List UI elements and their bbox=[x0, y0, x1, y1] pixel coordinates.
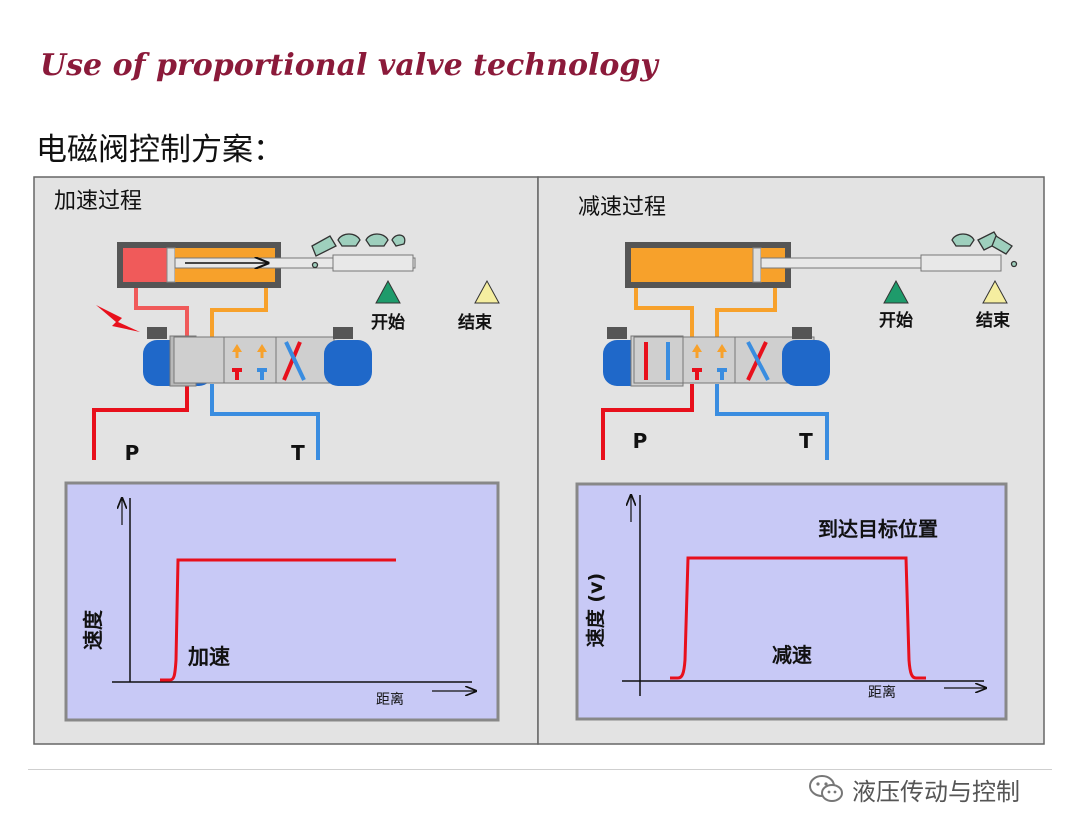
pressure-line-p bbox=[601, 384, 694, 460]
hydraulic-cylinder bbox=[625, 242, 1002, 288]
end-label: 结束 bbox=[458, 312, 492, 333]
chart-ylabel: 速度 bbox=[81, 609, 105, 650]
piston bbox=[752, 247, 762, 283]
speed-chart-acceleration: 速度 加速 距离 bbox=[64, 481, 500, 722]
clamp-tool-icon bbox=[951, 231, 1018, 268]
flow-arrow bbox=[692, 344, 702, 352]
chart-background bbox=[64, 481, 500, 722]
clamp-tool-icon bbox=[311, 233, 406, 269]
start-marker-icon bbox=[375, 279, 401, 304]
solenoid-cap bbox=[147, 327, 167, 339]
port-t-label: T bbox=[799, 429, 813, 453]
panel-acceleration: 加速过程 开始 结束 bbox=[33, 176, 539, 745]
blocked-port bbox=[232, 368, 242, 380]
page-subtitle: 电磁阀控制方案： bbox=[36, 132, 284, 168]
directional-valve bbox=[143, 327, 372, 387]
flow-arrow bbox=[257, 344, 267, 352]
hydraulic-lines bbox=[92, 280, 320, 460]
port-p-label: P bbox=[633, 429, 648, 453]
solenoid-cap bbox=[607, 327, 627, 339]
rod-end bbox=[332, 254, 414, 272]
solenoid-right bbox=[324, 340, 372, 386]
cylinder-line-b bbox=[715, 282, 777, 342]
cylinder-line-a bbox=[134, 282, 189, 342]
cylinder-line-b bbox=[210, 280, 268, 342]
end-marker-icon bbox=[982, 279, 1008, 304]
end-label: 结束 bbox=[976, 310, 1010, 331]
valve-spool bbox=[173, 336, 335, 384]
chart-background bbox=[575, 482, 1008, 721]
tank-line-t bbox=[715, 384, 829, 460]
speed-chart-deceleration: 速度 (v) 到达目标位置 减速 距离 bbox=[575, 482, 1008, 721]
blocked-port bbox=[717, 368, 727, 380]
start-label: 开始 bbox=[879, 310, 913, 331]
watermark: 液压传动与控制 bbox=[808, 772, 1020, 806]
directional-valve bbox=[603, 327, 830, 387]
end-marker-icon bbox=[474, 279, 500, 304]
solenoid-cap bbox=[792, 327, 812, 339]
footer-divider bbox=[28, 769, 1052, 770]
port-p-label: P bbox=[125, 441, 140, 465]
flow-arrow bbox=[232, 344, 242, 352]
pressure-line-p bbox=[92, 384, 189, 460]
chart-annotation: 到达目标位置 bbox=[818, 517, 938, 541]
blocked-port bbox=[692, 368, 702, 380]
port-t-label: T bbox=[291, 441, 305, 465]
cylinder-pressure-chamber bbox=[123, 248, 167, 282]
hydraulic-cylinder bbox=[117, 242, 416, 288]
cylinder-pressure-chamber bbox=[631, 248, 753, 282]
solenoid-right bbox=[782, 340, 830, 386]
start-marker-icon bbox=[883, 279, 909, 304]
flow-arrow bbox=[717, 344, 727, 352]
rod-end bbox=[920, 254, 1002, 272]
curve-label: 减速 bbox=[772, 643, 812, 667]
lightning-icon bbox=[96, 305, 140, 332]
page-title: Use of proportional valve technology bbox=[40, 48, 658, 83]
chart-ylabel: 速度 (v) bbox=[584, 573, 607, 647]
panel-deceleration: 减速过程 开始 结束 bbox=[537, 176, 1045, 745]
speed-curve bbox=[670, 556, 926, 680]
blocked-port bbox=[257, 368, 267, 380]
panel-heading: 减速过程 bbox=[578, 195, 666, 220]
piston bbox=[166, 247, 176, 283]
hydraulic-lines bbox=[601, 282, 829, 460]
wechat-icon bbox=[809, 775, 843, 802]
cylinder-line-a bbox=[634, 282, 694, 342]
curve-label: 加速 bbox=[187, 645, 230, 669]
solenoid-cap bbox=[333, 327, 353, 339]
speed-curve bbox=[160, 558, 396, 682]
chart-xlabel: 距离 bbox=[376, 691, 404, 708]
start-label: 开始 bbox=[371, 312, 405, 333]
piston-rod bbox=[174, 257, 416, 269]
panel-heading: 加速过程 bbox=[54, 189, 142, 214]
tank-line-t bbox=[210, 384, 320, 460]
chart-xlabel: 距离 bbox=[868, 684, 896, 701]
watermark-text: 液压传动与控制 bbox=[852, 777, 1020, 806]
